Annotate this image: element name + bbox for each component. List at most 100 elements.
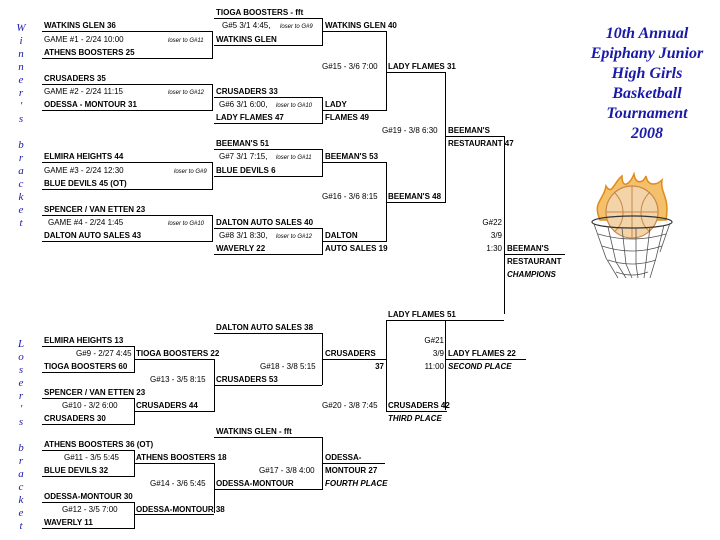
winners-side-letter: n bbox=[18, 61, 24, 73]
l-g13-info: G#13 - 3/5 8:15 bbox=[150, 375, 206, 384]
losers-side-letter: ' bbox=[19, 403, 23, 415]
l-g13-team1: DALTON AUTO SALES 38 bbox=[216, 323, 314, 332]
bracket-line bbox=[214, 45, 322, 46]
title-line: Basketball bbox=[612, 85, 682, 102]
w-g2-team1: CRUSADERS 35 bbox=[44, 74, 106, 83]
w-g22-label: G#22 bbox=[482, 218, 502, 227]
l-g9-team1: ELMIRA HEIGHTS 13 bbox=[44, 336, 124, 345]
losers-side-letter: c bbox=[18, 481, 24, 493]
bracket-line bbox=[323, 359, 386, 360]
l-g10-team2: CRUSADERS 30 bbox=[44, 414, 106, 423]
bracket-line bbox=[387, 202, 445, 203]
bracket-line bbox=[42, 502, 134, 503]
bracket-line bbox=[505, 254, 565, 255]
w-g8-winner: DALTON bbox=[325, 231, 358, 240]
bracket-line bbox=[322, 437, 323, 490]
bracket-line bbox=[214, 18, 322, 19]
losers-side-letter: k bbox=[18, 494, 24, 506]
losers-side-letter: e bbox=[18, 377, 24, 389]
bracket-line bbox=[135, 514, 214, 515]
title-line: High Girls bbox=[611, 65, 683, 82]
w-g2-loser: loser to G#12 bbox=[168, 90, 205, 96]
bracket-line bbox=[42, 162, 212, 163]
w-g8-team2: WAVERLY 22 bbox=[216, 244, 266, 253]
bracket-line bbox=[42, 398, 134, 399]
l-g21-winner: LADY FLAMES 22 bbox=[448, 349, 516, 358]
losers-side-letter: t bbox=[19, 520, 23, 532]
bracket-line bbox=[42, 189, 212, 190]
winners-side-letter: a bbox=[18, 165, 24, 177]
w-g3-team1: ELMIRA HEIGHTS 44 bbox=[44, 152, 124, 161]
w-g5-info: G#5 3/1 4:45, bbox=[222, 21, 271, 30]
w-g6-info: G#6 3/1 6:00, bbox=[219, 100, 268, 109]
l-g13-winner: CRUSADERS 53 bbox=[216, 375, 278, 384]
w-g1-loser: loser to G#11 bbox=[168, 38, 204, 44]
w-g6-team1: CRUSADERS 33 bbox=[216, 87, 278, 96]
w-g1-team2: ATHENS BOOSTERS 25 bbox=[44, 48, 135, 57]
bracket-line bbox=[445, 320, 446, 410]
bracket-line bbox=[446, 136, 504, 137]
losers-side-letter: s bbox=[18, 364, 24, 376]
l-g11-team2: BLUE DEVILS 32 bbox=[44, 466, 109, 475]
bracket-line bbox=[322, 228, 323, 255]
bracket-line bbox=[445, 72, 446, 203]
bracket-line bbox=[322, 149, 323, 177]
l-g11-team1: ATHENS BOOSTERS 36 (OT) bbox=[44, 440, 154, 449]
l-g18-info: G#18 - 3/8 5:15 bbox=[260, 362, 316, 371]
w-g6-winner-cont: FLAMES 49 bbox=[325, 113, 370, 122]
bracket-line bbox=[42, 215, 212, 216]
w-g8-info: G#8 3/1 8:30, bbox=[219, 231, 268, 240]
bracket-line bbox=[323, 162, 387, 163]
bracket-line bbox=[214, 254, 322, 255]
w-g7-team2: BLUE DEVILS 6 bbox=[216, 166, 276, 175]
bracket-line bbox=[214, 97, 322, 98]
winners-side-letter: W bbox=[16, 22, 26, 34]
l-g10-info: G#10 - 3/2 6:00 bbox=[62, 401, 118, 410]
winners-side-letter: e bbox=[18, 204, 24, 216]
l-g17-winner-cont: MONTOUR 27 bbox=[325, 466, 378, 475]
w-g8-team1: DALTON AUTO SALES 40 bbox=[216, 218, 314, 227]
second-place-label: SECOND PLACE bbox=[448, 362, 512, 371]
l-g10-team1: SPENCER / VAN ETTEN 23 bbox=[44, 388, 146, 397]
losers-side-letter: s bbox=[18, 416, 24, 428]
w-g4-info: GAME #4 - 2/24 1:45 bbox=[48, 218, 124, 227]
w-g3-loser: loser to G#9 bbox=[174, 169, 207, 175]
l-g17-info: G#17 - 3/8 4:00 bbox=[259, 466, 315, 475]
bracket-line bbox=[135, 359, 214, 360]
l-g14-winner: ODESSA-MONTOUR bbox=[216, 479, 294, 488]
w-g2-info: GAME #2 - 2/24 11:15 bbox=[44, 87, 124, 96]
w-g4-loser: loser to G#10 bbox=[168, 221, 205, 227]
l-g20-info: G#20 - 3/8 7:45 bbox=[322, 401, 378, 410]
w-g4-team2: DALTON AUTO SALES 43 bbox=[44, 231, 142, 240]
w-g22-date: 3/9 bbox=[490, 231, 502, 240]
losers-side-letter: o bbox=[18, 351, 24, 363]
title-line: Tournament bbox=[606, 105, 688, 122]
l-g18-winner-score: 37 bbox=[375, 362, 384, 371]
bracket-line bbox=[134, 502, 135, 529]
winners-side-letter: s bbox=[18, 113, 24, 125]
w-g6-winner: LADY bbox=[325, 100, 347, 109]
l-g20-winner: CRUSADERS 42 bbox=[388, 401, 450, 410]
winners-side-letter: k bbox=[18, 191, 24, 203]
bracket-line bbox=[323, 31, 387, 32]
w-g5-team2: WATKINS GLEN bbox=[216, 35, 277, 44]
bracket-line bbox=[42, 346, 134, 347]
bracket-line bbox=[42, 110, 212, 111]
bracket-line bbox=[42, 372, 134, 373]
w-g7-winner: BEEMAN'S 53 bbox=[325, 152, 379, 161]
bracket-line bbox=[42, 241, 212, 242]
title-line: 10th Annual bbox=[605, 25, 689, 42]
winners-side-letter: ' bbox=[19, 100, 23, 112]
losers-side-letter bbox=[15, 429, 27, 442]
third-place-label: THIRD PLACE bbox=[388, 414, 442, 423]
bracket-line bbox=[134, 398, 135, 425]
bracket-line bbox=[386, 31, 387, 111]
losers-side-letter: r bbox=[18, 390, 24, 402]
l-g21-label: G#21 bbox=[424, 336, 444, 345]
bracket-line bbox=[42, 424, 134, 425]
bracket-line bbox=[42, 528, 134, 529]
bracket-line bbox=[214, 228, 322, 229]
losers-side-letter: a bbox=[18, 468, 24, 480]
